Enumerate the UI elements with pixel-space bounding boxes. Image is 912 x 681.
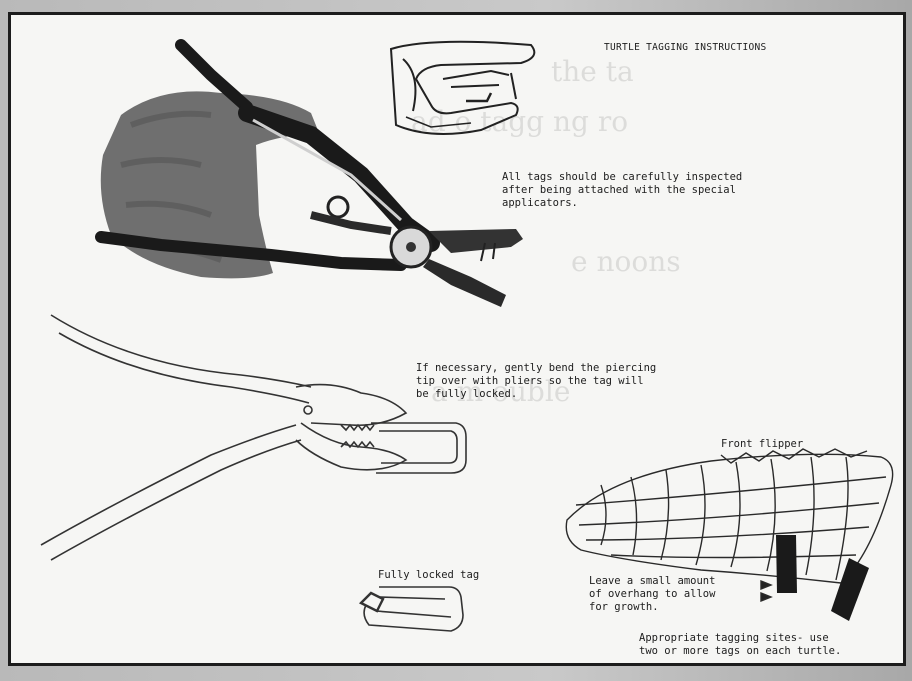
pliers-bending-tag-drawing [41, 315, 466, 560]
locked-tag-caption: Fully locked tag [378, 569, 479, 582]
tagging-sites-caption: Appropriate tagging sites- use two or mo… [639, 632, 841, 658]
overhang-caption: Leave a small amount of overhang to allo… [589, 575, 715, 614]
flipper-caption: Front flipper [721, 438, 803, 451]
locked-tag-drawing [361, 587, 463, 631]
page-title: TURTLE TAGGING INSTRUCTIONS [604, 41, 767, 54]
inspect-caption: All tags should be carefully inspected a… [502, 171, 742, 210]
bend-caption: If necessary, gently bend the piercing t… [416, 362, 656, 401]
applicator-closeup-drawing [391, 42, 534, 134]
instruction-sheet: the ta ad o tagg ng ro e noons a m ouble [8, 12, 906, 666]
tag-markers [776, 535, 869, 621]
hand-with-applicator-photo [101, 45, 523, 307]
